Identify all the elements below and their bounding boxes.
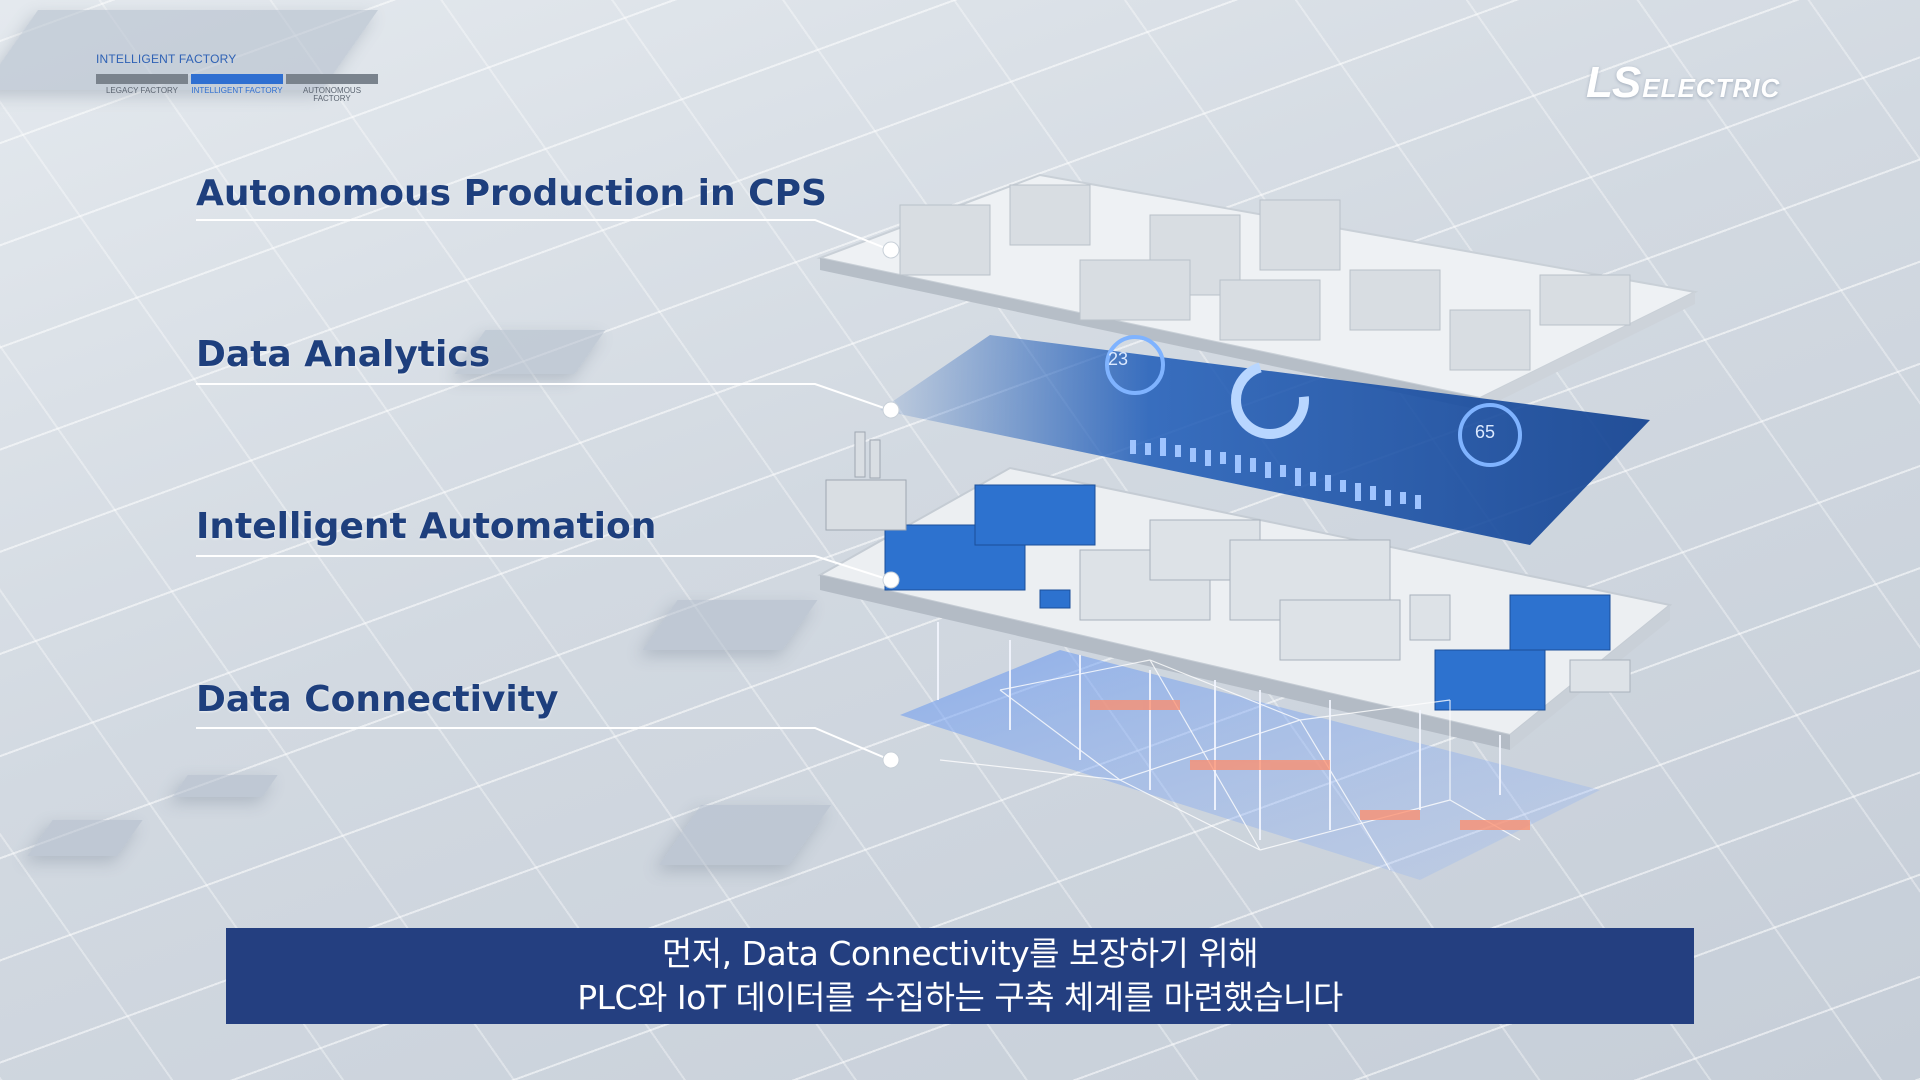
logo-ls: LS bbox=[1586, 58, 1641, 107]
subtitle-line-1: 먼저, Data Connectivity를 보장하기 위해 bbox=[661, 934, 1259, 973]
logo-electric: ELECTRIC bbox=[1642, 73, 1781, 103]
label-intelligent-automation: Intelligent Automation bbox=[196, 506, 657, 547]
connectivity-network bbox=[900, 622, 1600, 880]
subtitle-caption: 먼저, Data Connectivity를 보장하기 위해 PLC와 IoT … bbox=[226, 928, 1694, 1024]
stage-label-autonomous: AUTONOMOUS FACTORY bbox=[302, 86, 362, 103]
cps-platform bbox=[816, 173, 1699, 410]
automation-floor bbox=[817, 431, 1673, 750]
gauge-right-value: 65 bbox=[1475, 422, 1495, 442]
stage-label-legacy: LEGACY FACTORY bbox=[105, 86, 179, 95]
label-data-analytics: Data Analytics bbox=[196, 334, 491, 375]
stage-bar-autonomous bbox=[286, 74, 378, 84]
label-data-connectivity: Data Connectivity bbox=[196, 679, 559, 720]
analytics-dashboard: 23 65 bbox=[880, 335, 1650, 545]
layer-marker-connectivity bbox=[882, 751, 900, 769]
layer-marker-automation bbox=[882, 571, 900, 589]
factory-stage-indicator: INTELLIGENT FACTORY LEGACY FACTORY INTEL… bbox=[96, 52, 386, 103]
label-autonomous-production: Autonomous Production in CPS bbox=[196, 173, 827, 214]
subtitle-line-2: PLC와 IoT 데이터를 수집하는 구축 체계를 마련했습니다 bbox=[577, 978, 1343, 1017]
stage-bar-intelligent bbox=[191, 74, 283, 84]
gauge-left-value: 23 bbox=[1108, 349, 1128, 369]
ls-electric-logo: LSELECTRIC bbox=[1586, 58, 1780, 108]
stage-title: INTELLIGENT FACTORY bbox=[96, 52, 237, 66]
stage-bar-legacy bbox=[96, 74, 188, 84]
stage-label-intelligent: INTELLIGENT FACTORY bbox=[191, 86, 283, 95]
leader-lines bbox=[196, 219, 891, 761]
layer-marker-cps bbox=[882, 241, 900, 259]
layer-marker-analytics bbox=[882, 401, 900, 419]
